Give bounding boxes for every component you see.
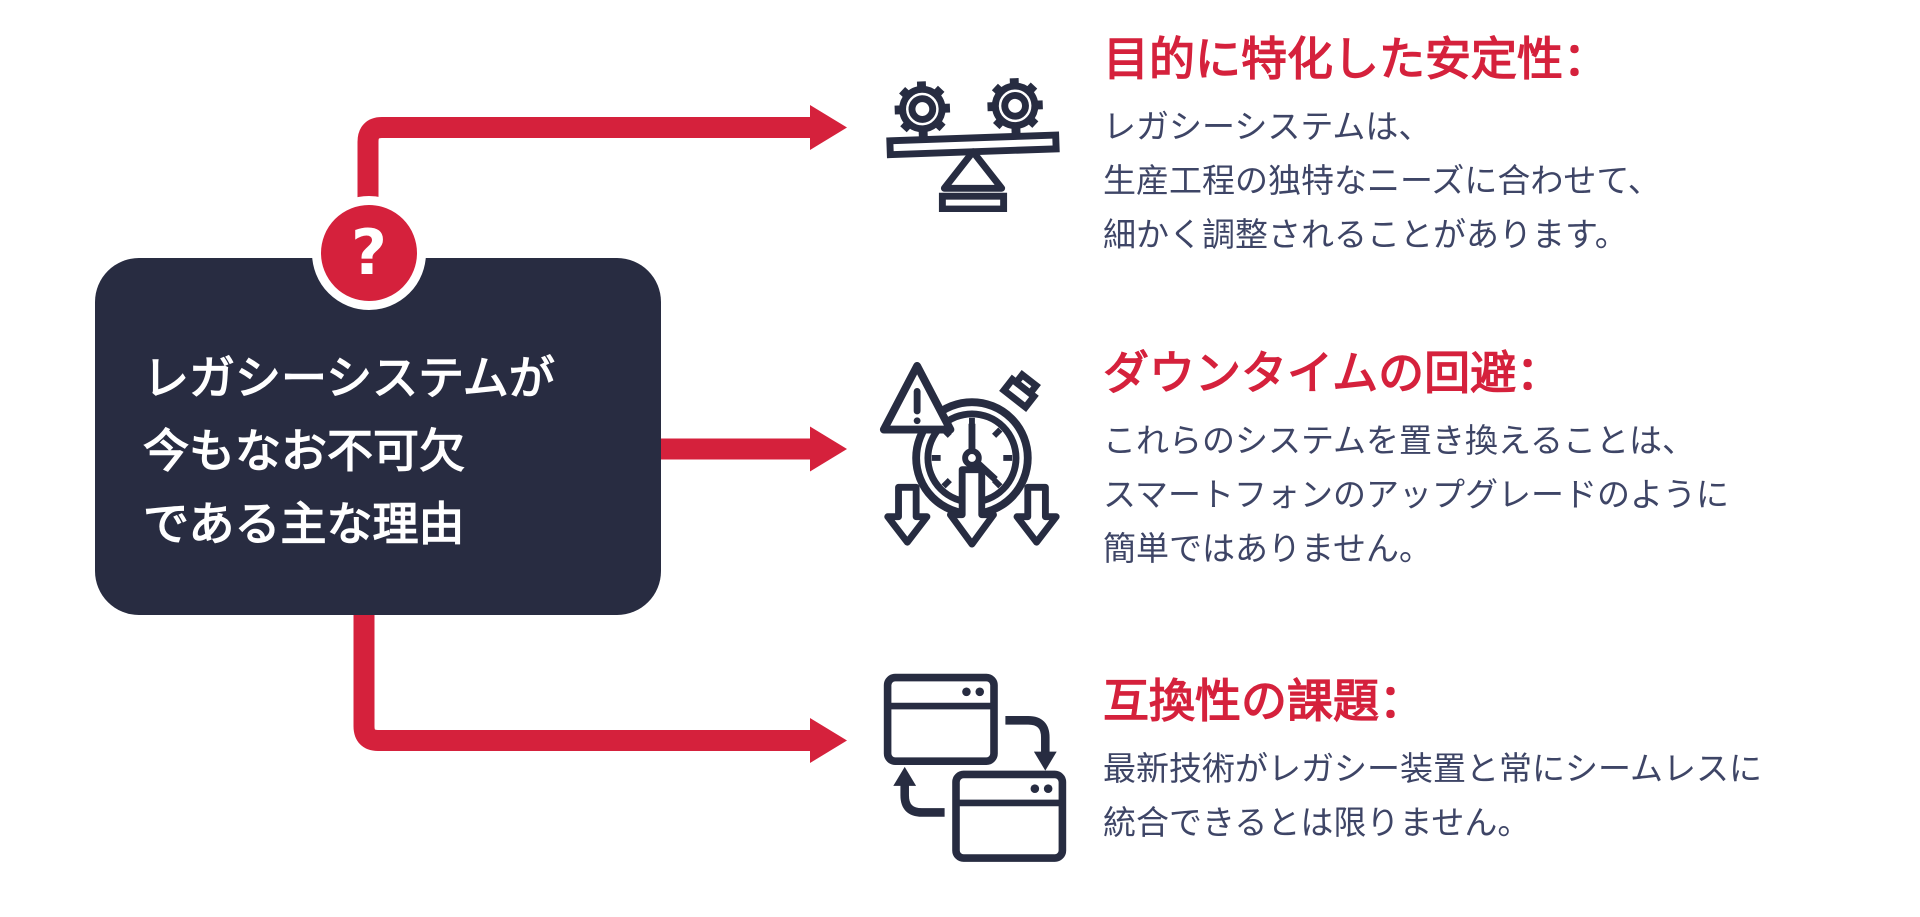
reason-body-line: 生産工程の独特なニーズに合わせて、	[1103, 161, 1661, 200]
balance-gears-icon	[884, 52, 1062, 216]
reason-body-line: 細かく調整されることがあります。	[1103, 215, 1628, 254]
reason-body-line: レガシーシステムは、	[1103, 107, 1432, 146]
connector-bottom	[353, 595, 812, 751]
box-title-line: レガシーシステムが	[143, 351, 555, 405]
compatibility-windows-icon	[880, 666, 1070, 866]
question-badge: ?	[312, 196, 426, 310]
reason-heading: 互換性の課題：	[1103, 674, 1425, 728]
box-title-line: 今もなお不可欠	[143, 424, 465, 478]
reason-body: これらのシステムを置き換えることは、 スマートフォンのアップグレードのように 簡…	[1103, 414, 1729, 576]
arrowhead-middle-icon	[810, 426, 847, 472]
reason-body: レガシーシステムは、 生産工程の独特なニーズに合わせて、 細かく調整されることが…	[1103, 100, 1661, 262]
reason-row-stability: 目的に特化した安定性： レガシーシステムは、 生産工程の独特なニーズに合わせて、…	[1103, 30, 1661, 262]
reason-body: 最新技術がレガシー装置と常にシームレスに 統合できるとは限りません。	[1103, 742, 1762, 850]
reason-row-compatibility: 互換性の課題： 最新技術がレガシー装置と常にシームレスに 統合できるとは限りませ…	[1103, 672, 1762, 850]
downtime-stopwatch-icon	[872, 362, 1068, 554]
reason-heading: ダウンタイムの回避：	[1103, 346, 1563, 400]
main-question-box: レガシーシステムが 今もなお不可欠 である主な理由	[95, 258, 661, 615]
reason-body-line: これらのシステムを置き換えることは、	[1103, 421, 1696, 460]
arrowhead-top-icon	[810, 105, 847, 150]
reason-body-line: 統合できるとは限りません。	[1103, 803, 1531, 842]
reason-body-line: 最新技術がレガシー装置と常にシームレスに	[1103, 749, 1763, 788]
reason-heading: 目的に特化した安定性：	[1103, 32, 1609, 86]
reason-body-line: スマートフォンのアップグレードのように	[1103, 475, 1730, 514]
connector-top	[357, 117, 812, 235]
reason-body-line: 簡単ではありません。	[1103, 529, 1433, 568]
question-mark-icon: ?	[351, 216, 387, 289]
arrowhead-bottom-icon	[810, 718, 847, 763]
reason-row-downtime: ダウンタイムの回避： これらのシステムを置き換えることは、 スマートフォンのアッ…	[1103, 344, 1729, 576]
box-title-line: である主な理由	[143, 497, 465, 551]
